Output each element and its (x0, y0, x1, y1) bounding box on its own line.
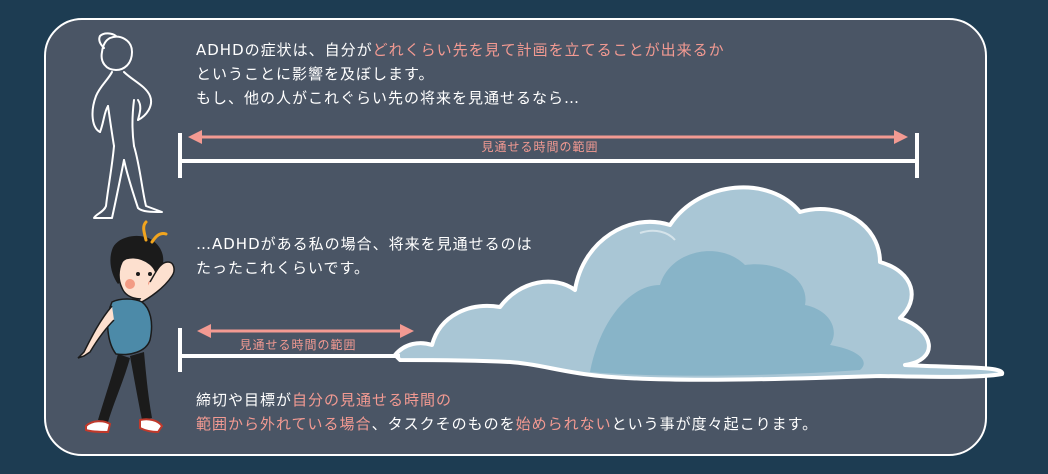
conclusion-line-2-text-1: 、タスクそのものを (371, 415, 516, 433)
intro-line-1-text: ADHDの症状は、自分が (196, 41, 373, 59)
conclusion-line-2-highlight-2: 始められない (515, 415, 612, 433)
intro-line-1-highlight: どれくらい先を見て計画を立てることが出来るか (372, 41, 725, 59)
intro-line-3: もし、他の人がこれぐらい先の将来を見通せるなら… (196, 89, 581, 107)
bottom-range-label: 見通せる時間の範囲 (239, 338, 357, 352)
conclusion-line-2-text-2: という事が度々起こります。 (611, 415, 819, 433)
cloud-icon (393, 185, 1004, 382)
adhd-case-line-2: たったこれくらいです。 (196, 259, 371, 277)
top-range-arrow (178, 130, 919, 178)
intro-line-2: ということに影響を及ぼします。 (196, 65, 435, 83)
conclusion-line-1-highlight: 自分の見通せる時間の (292, 391, 453, 409)
girl-icon (77, 220, 175, 434)
person-outline-icon (91, 32, 163, 219)
conclusion-line-1: 締切や目標が自分の見通せる時間の (196, 388, 452, 412)
top-range-label: 見通せる時間の範囲 (481, 140, 599, 154)
conclusion-line-2: 範囲から外れている場合、タスクそのものを始められないという事が度々起こります。 (196, 412, 818, 436)
adhd-case-line-1: …ADHDがある私の場合、将来を見通せるのは (196, 235, 533, 253)
conclusion-line-2-highlight-1: 範囲から外れている場合 (196, 415, 372, 433)
intro-line-1: ADHDの症状は、自分がどれくらい先を見て計画を立てることが出来るか (196, 38, 725, 62)
conclusion-line-1-text: 締切や目標が (196, 391, 293, 409)
bottom-range-arrow (178, 324, 414, 372)
